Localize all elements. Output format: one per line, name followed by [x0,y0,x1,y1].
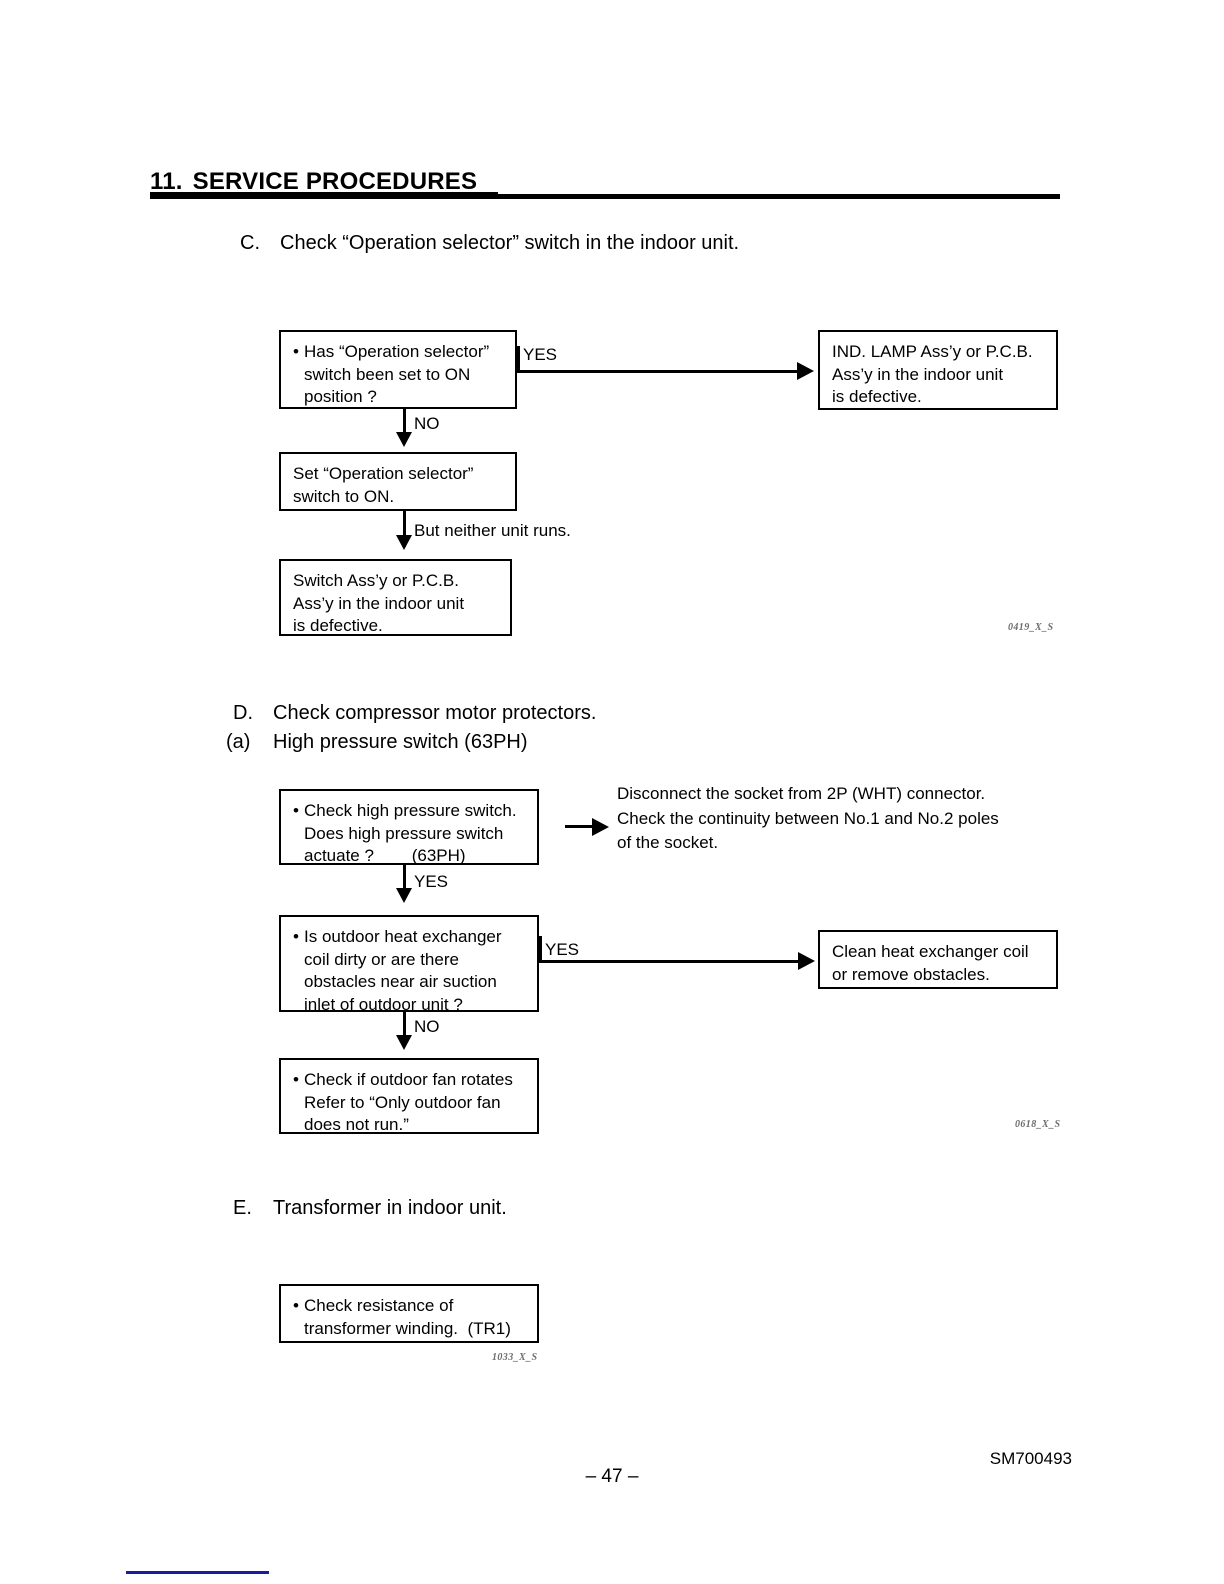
box-line: is defective. [293,616,383,636]
arrowhead-d-yes2 [798,952,815,970]
section-c-heading: C. Check “Operation selector” switch in t… [240,232,739,255]
arrowhead-d-note [592,818,609,836]
arrowhead-c-neither [396,535,412,550]
flow-box-c-action: Set “Operation selector” switch to ON. [279,452,517,511]
box-line: Check resistance of [304,1295,527,1318]
connector-d-yes1-line [403,865,406,895]
connector-d-note-line [565,825,595,828]
flow-box-d-question1: Check high pressure switch. Does high pr… [279,789,539,865]
page-number: – 47 – [585,1466,639,1487]
header-rule [150,194,1060,199]
edge-label-d-no: NO [414,1017,440,1036]
note-line: of the socket. [617,833,719,853]
box-line: coil dirty or are there [304,949,459,969]
flow-box-c-final: Switch Ass’y or P.C.B. Ass’y in the indo… [279,559,512,636]
arrowhead-c-yes [797,362,814,380]
section-e-title: Transformer in indoor unit. [273,1197,507,1219]
box-line: Ass’y in the indoor unit [832,364,1004,384]
note-d-socket-check: Disconnect the socket from 2P (WHT) conn… [617,782,999,856]
connector-d-yes2-stub [539,936,542,962]
flow-box-c-question: Has “Operation selector” switch been set… [279,330,517,409]
edge-label-c-no: NO [414,414,440,433]
box-line: transformer winding. (TR1) [304,1318,511,1338]
chapter-number: 11. [150,168,183,195]
section-e-letter: E. [233,1197,252,1219]
section-d-title: Check compressor motor protectors. [273,702,597,724]
box-line: switch been set to ON [304,364,471,384]
arrowhead-d-yes1 [396,888,412,903]
flow-box-e-check: Check resistance of transformer winding.… [279,1284,539,1343]
document-code: SM700493 [989,1449,1072,1468]
section-d-sub-letter: (a) [226,731,251,753]
connector-d-no-line [403,1012,406,1042]
section-c-letter: C. [240,232,260,254]
arrowhead-c-no [396,432,412,447]
edge-label-d-yes1: YES [414,872,449,891]
flow-box-d-question2: Is outdoor heat exchanger coil dirty or … [279,915,539,1014]
box-line: Clean heat exchanger coil [832,942,1029,961]
edge-label-c-yes: YES [523,345,558,364]
section-e-heading: E. Transformer in indoor unit. [233,1197,507,1220]
chapter-title-text: SERVICE PROCEDURES [192,168,478,195]
note-line: Check the continuity between No.1 and No… [617,808,999,828]
box-line: Set “Operation selector” [293,464,474,483]
box-line: switch to ON. [293,486,395,506]
figure-id-c: 0419_X_S [1008,622,1054,633]
connector-c-yes-line [517,370,801,373]
box-line: Refer to “Only outdoor fan [304,1092,501,1112]
edge-label-d-yes2: YES [545,940,580,959]
box-line: inlet of outdoor unit ? [304,994,463,1014]
box-line: IND. LAMP Ass’y or P.C.B. [832,342,1033,361]
box-line: Ass’y in the indoor unit [293,593,465,613]
flow-box-d-final: Check if outdoor fan rotates Refer to “O… [279,1058,539,1134]
box-line: Check if outdoor fan rotates [304,1069,527,1092]
flow-box-c-yes-result: IND. LAMP Ass’y or P.C.B. Ass’y in the i… [818,330,1058,410]
bottom-rule [126,1571,269,1574]
connector-d-yes2-line [539,960,802,963]
page-title: 11. SERVICE PROCEDURES [150,168,477,196]
connector-c-yes-stub [517,346,520,372]
title-underline [150,192,498,194]
figure-id-e: 1033_X_S [492,1352,538,1363]
section-c-title: Check “Operation selector” switch in the… [280,232,740,254]
figure-id-d: 0618_X_S [1015,1119,1061,1130]
box-line: does not run.” [304,1115,409,1135]
edge-label-c-neither: But neither unit runs. [414,521,571,540]
note-line: Disconnect the socket from 2P (WHT) conn… [617,784,986,803]
box-line: Does high pressure switch [304,823,504,843]
box-line: Has “Operation selector” [304,341,505,364]
section-d-heading: D. Check compressor motor protectors. [233,702,596,725]
box-line: position ? [304,387,377,407]
section-d-sub-heading: (a) High pressure switch (63PH) [226,731,528,754]
arrowhead-d-no [396,1035,412,1050]
section-d-letter: D. [233,702,253,724]
connector-c-neither-line [403,511,406,547]
section-d-sub-title: High pressure switch (63PH) [273,731,528,753]
box-line: Is outdoor heat exchanger [304,926,527,949]
flow-box-d-yes-result: Clean heat exchanger coil or remove obst… [818,930,1058,989]
connector-c-no-line [403,409,406,439]
box-line: actuate ? (63PH) [304,846,466,866]
box-line: is defective. [832,387,922,407]
box-line: Check high pressure switch. [304,800,527,823]
box-line: Switch Ass’y or P.C.B. [293,571,459,590]
box-line: or remove obstacles. [832,964,990,984]
box-line: obstacles near air suction [304,972,497,992]
